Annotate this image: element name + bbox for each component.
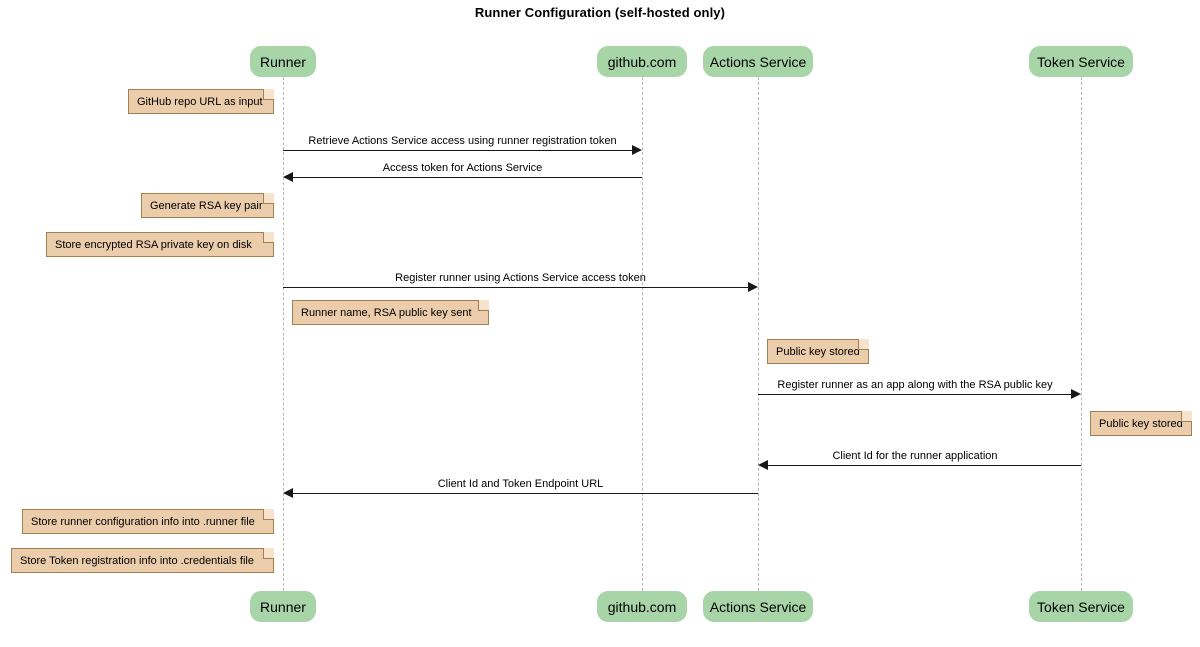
participant-runner-bottom[interactable]: Runner	[250, 591, 316, 622]
lifeline-actions	[758, 77, 759, 591]
message-label-client-id-token-endpoint: Client Id and Token Endpoint URL	[437, 478, 604, 490]
message-arrowhead-register-runner	[748, 282, 758, 292]
message-arrowhead-client-id-runner-app	[758, 460, 768, 470]
note-label: Store Token registration info into .cred…	[20, 555, 254, 567]
note-fold-corner-icon	[263, 232, 274, 243]
note-label: Public key stored	[1099, 418, 1183, 430]
note-fold-corner-icon	[858, 339, 869, 350]
message-arrowhead-client-id-token-endpoint	[283, 488, 293, 498]
note-store-encrypted-rsa-key: Store encrypted RSA private key on disk	[46, 232, 274, 257]
note-label: Store encrypted RSA private key on disk	[55, 239, 252, 251]
note-generate-rsa-key-pair: Generate RSA key pair	[141, 193, 274, 218]
note-fold-corner-icon	[263, 193, 274, 204]
participant-actions-top[interactable]: Actions Service	[703, 46, 813, 77]
note-fold-corner-icon	[263, 509, 274, 520]
message-line-client-id-runner-app	[768, 465, 1081, 466]
note-label: Store runner configuration info into .ru…	[31, 516, 255, 528]
note-fold-corner-icon	[263, 548, 274, 559]
participant-runner-top[interactable]: Runner	[250, 46, 316, 77]
note-public-key-stored-actions: Public key stored	[767, 339, 869, 364]
lifeline-token	[1081, 77, 1082, 591]
participant-github-top[interactable]: github.com	[597, 46, 687, 77]
note-fold-corner-icon	[478, 300, 489, 311]
message-arrowhead-retrieve-actions-access	[632, 145, 642, 155]
message-label-client-id-runner-app: Client Id for the runner application	[832, 450, 998, 462]
message-arrowhead-register-runner-app	[1071, 389, 1081, 399]
note-store-token-registration: Store Token registration info into .cred…	[11, 548, 274, 573]
message-line-client-id-token-endpoint	[293, 493, 758, 494]
message-line-register-runner-app	[758, 394, 1071, 395]
message-line-register-runner	[283, 287, 748, 288]
participant-token-top[interactable]: Token Service	[1029, 46, 1133, 77]
message-line-access-token	[293, 177, 642, 178]
note-github-repo-url: GitHub repo URL as input	[128, 89, 274, 114]
note-label: Runner name, RSA public key sent	[301, 307, 472, 319]
lifeline-runner	[283, 77, 284, 591]
participant-token-bottom[interactable]: Token Service	[1029, 591, 1133, 622]
note-label: Public key stored	[776, 346, 860, 358]
note-label: Generate RSA key pair	[150, 200, 263, 212]
note-runner-name-public-key: Runner name, RSA public key sent	[292, 300, 489, 325]
participant-actions-bottom[interactable]: Actions Service	[703, 591, 813, 622]
diagram-title: Runner Configuration (self-hosted only)	[474, 5, 726, 20]
message-line-retrieve-actions-access	[283, 150, 632, 151]
message-label-register-runner-app: Register runner as an app along with the…	[777, 379, 1053, 391]
note-fold-corner-icon	[1181, 411, 1192, 422]
message-label-access-token: Access token for Actions Service	[382, 162, 543, 174]
lifeline-github	[642, 77, 643, 591]
message-label-retrieve-actions-access: Retrieve Actions Service access using ru…	[308, 135, 617, 147]
note-label: GitHub repo URL as input	[137, 96, 263, 108]
participant-github-bottom[interactable]: github.com	[597, 591, 687, 622]
message-label-register-runner: Register runner using Actions Service ac…	[395, 272, 646, 284]
message-arrowhead-access-token	[283, 172, 293, 182]
note-fold-corner-icon	[263, 89, 274, 100]
note-public-key-stored-token: Public key stored	[1090, 411, 1192, 436]
note-store-runner-config: Store runner configuration info into .ru…	[22, 509, 274, 534]
